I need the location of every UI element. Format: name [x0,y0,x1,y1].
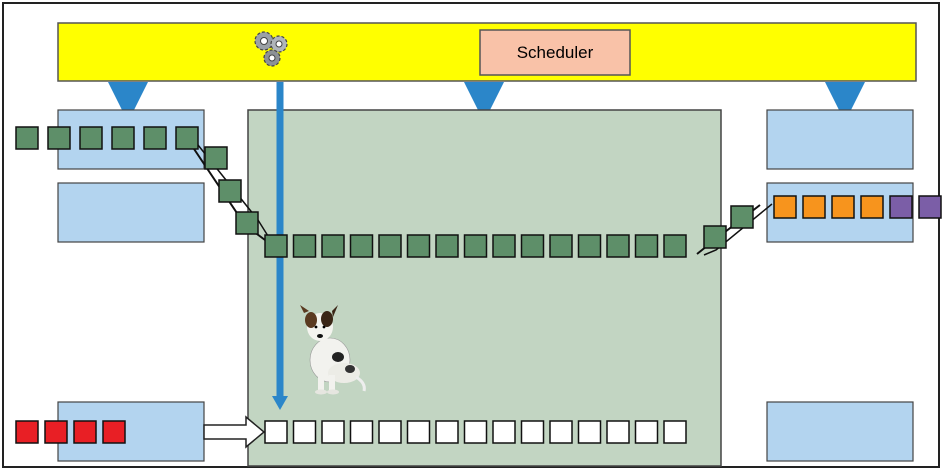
green-task [218,179,242,203]
green-task-slot [606,234,630,258]
green-task-slot [435,234,459,258]
green-task [235,211,259,235]
orange-task [860,195,884,219]
empty-slot [634,420,659,444]
empty-slot [577,420,602,444]
empty-slot [463,420,488,444]
purple-task [889,195,913,219]
empty-slot [606,420,630,444]
gears-down-arrow-head [272,396,288,410]
orange-task [831,195,855,219]
red-task [15,420,39,444]
purple-task [918,195,942,219]
green-task-slot [264,234,288,258]
green-task [47,126,71,150]
green-task-slot [549,234,573,258]
empty-slot [378,420,402,444]
green-task-slot [634,234,659,258]
empty-slot [520,420,545,444]
task-squares [15,126,942,444]
empty-slot [321,420,345,444]
red-task [102,420,126,444]
green-task [111,126,135,150]
green-task-slot [406,234,431,258]
green-task-slot [321,234,345,258]
green-task [15,126,39,150]
empty-slot [549,420,573,444]
empty-slot [663,420,687,444]
green-task-slot [577,234,602,258]
dog-image [300,305,366,395]
green-task-slot [292,234,317,258]
empty-slot [292,420,317,444]
orange-task [802,195,826,219]
green-task-slot [463,234,488,258]
green-task [204,146,228,170]
empty-slot [492,420,516,444]
core-area [247,109,722,467]
green-task [703,225,727,249]
green-task [730,205,754,229]
left-queue-middle [57,182,205,243]
right-queue-bottom [766,401,914,462]
empty-slot [435,420,459,444]
empty-slot [349,420,374,444]
red-task [73,420,97,444]
right-queue-top [766,109,914,170]
gears-icon [254,31,288,67]
green-task-slot [378,234,402,258]
empty-slot [264,420,288,444]
green-task-slot [663,234,687,258]
scheduler-box [479,29,631,76]
green-task [143,126,167,150]
green-task [175,126,199,150]
white-arrow-left [203,415,266,449]
orange-task [773,195,797,219]
green-task-slot [492,234,516,258]
empty-slot [406,420,431,444]
green-task-slot [520,234,545,258]
red-task [44,420,68,444]
green-task [79,126,103,150]
green-task-slot [349,234,374,258]
